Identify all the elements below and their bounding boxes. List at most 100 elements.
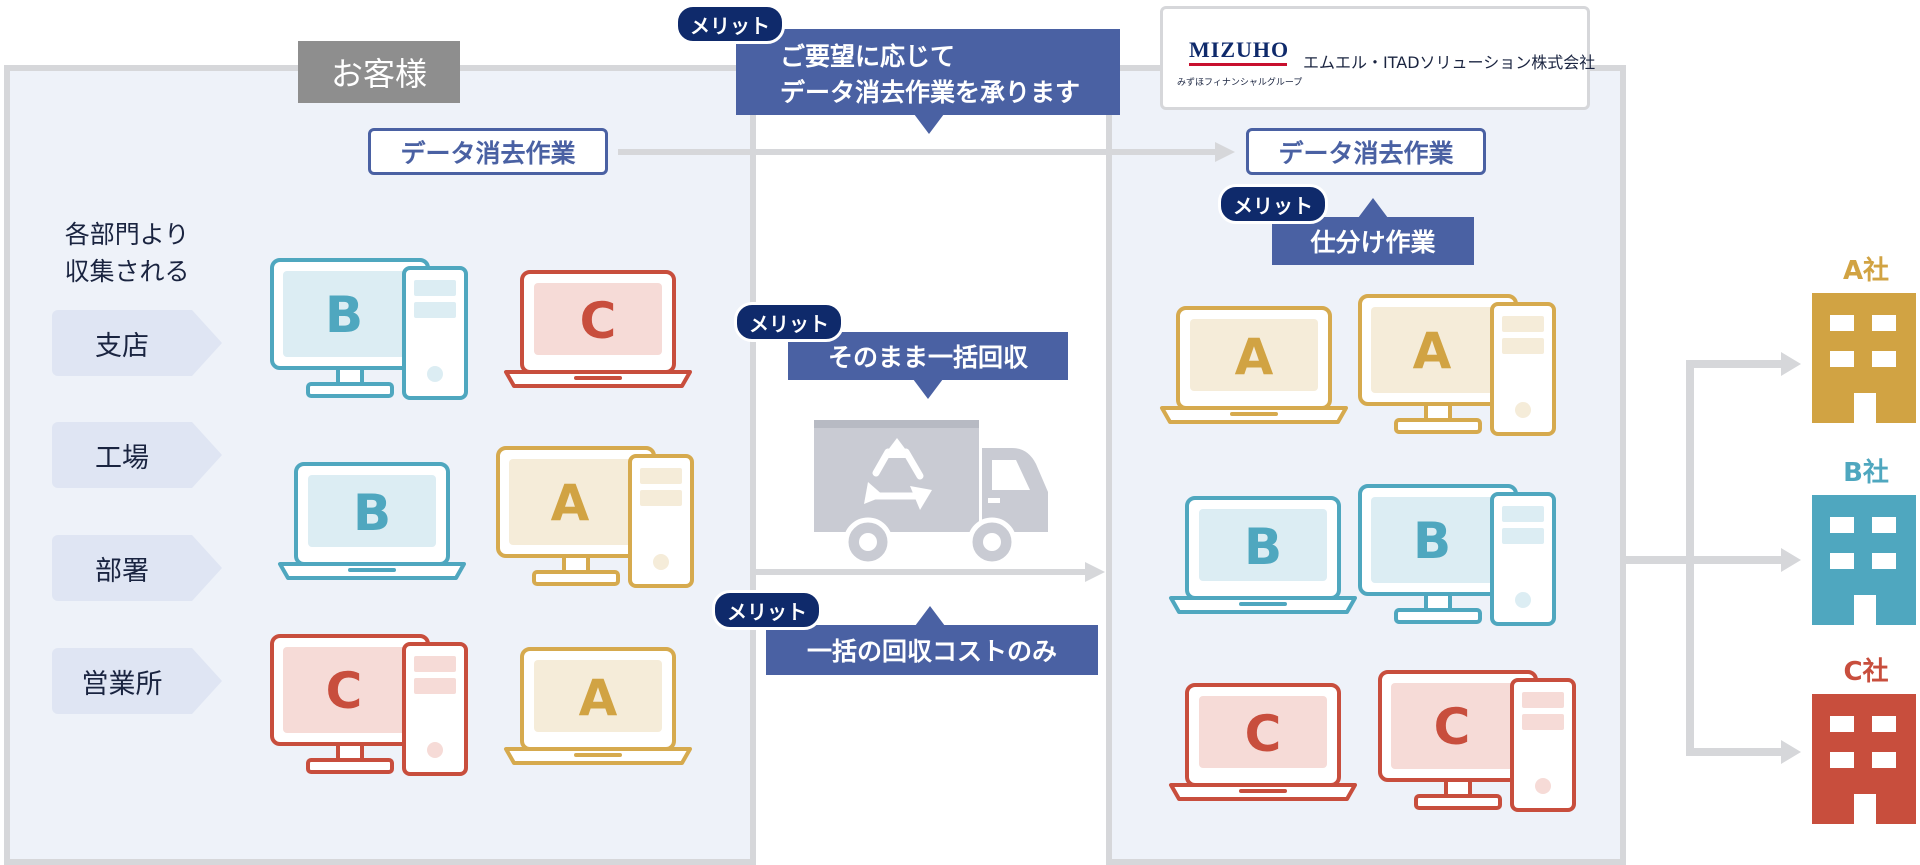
desktop-icon: C bbox=[270, 634, 468, 776]
tower bbox=[1490, 492, 1556, 626]
building-icon bbox=[1810, 293, 1920, 429]
monitor-stand bbox=[532, 570, 620, 586]
vendor-device-1: A bbox=[1158, 304, 1350, 432]
building-window bbox=[1872, 716, 1896, 732]
laptop-icon: A bbox=[1160, 306, 1348, 424]
building-window bbox=[1872, 553, 1896, 569]
bulk-collect-callout: そのまま一括回収 bbox=[788, 332, 1068, 380]
customer-device-4: A bbox=[494, 444, 696, 594]
laptop-display bbox=[534, 660, 662, 732]
collected-note: 各部門より 収集される bbox=[52, 216, 202, 290]
vendor-device-2: A bbox=[1356, 292, 1558, 442]
laptop-trackpad bbox=[1230, 412, 1278, 416]
device-letter: B bbox=[325, 286, 363, 344]
desktop-icon: A bbox=[1358, 294, 1556, 436]
laptop-display bbox=[1199, 696, 1327, 768]
device-letter: C bbox=[580, 292, 617, 350]
device-letter: B bbox=[353, 484, 391, 542]
building-window bbox=[1830, 752, 1854, 768]
laptop-icon: A bbox=[504, 647, 692, 765]
tower-drive bbox=[414, 280, 456, 296]
tower-drive bbox=[1522, 714, 1564, 730]
building-window bbox=[1872, 517, 1896, 533]
vendor-device-4: B bbox=[1356, 482, 1558, 632]
building-window bbox=[1830, 716, 1854, 732]
tower-drive bbox=[414, 302, 456, 318]
top-callout: ご要望に応じて データ消去作業を承ります bbox=[736, 29, 1120, 115]
department-label: 支店 bbox=[52, 310, 192, 376]
company-c: C社 bbox=[1810, 651, 1920, 830]
building-window bbox=[1872, 351, 1896, 367]
building-door bbox=[1854, 595, 1876, 625]
company-name: B社 bbox=[1843, 458, 1889, 488]
laptop-trackpad bbox=[1239, 602, 1287, 606]
department-arrow bbox=[192, 310, 222, 376]
monitor-display bbox=[283, 271, 417, 357]
tower-power bbox=[653, 554, 669, 570]
device-letter: C bbox=[1434, 698, 1471, 756]
device-letter: A bbox=[579, 669, 618, 727]
mizuho-group-name: みずほフィナンシャルグループ bbox=[1177, 78, 1303, 88]
monitor-stand bbox=[1394, 418, 1482, 434]
tower-drive bbox=[1502, 316, 1544, 332]
building-svg bbox=[1812, 694, 1916, 824]
desktop-icon: A bbox=[496, 446, 694, 588]
laptop-trackpad bbox=[348, 568, 396, 572]
tower-drive bbox=[1502, 528, 1544, 544]
tower bbox=[402, 642, 468, 776]
company-a: A社 bbox=[1810, 250, 1920, 429]
top-callout-tail bbox=[914, 114, 944, 134]
tower bbox=[628, 454, 694, 588]
tower bbox=[1490, 302, 1556, 436]
monitor-display bbox=[509, 459, 643, 545]
tower-drive bbox=[640, 490, 682, 506]
recycle-truck-icon bbox=[814, 420, 1048, 567]
customer-label: お客様 bbox=[298, 41, 460, 103]
company-b: B社 bbox=[1810, 452, 1920, 631]
customer-device-2: C bbox=[502, 268, 694, 396]
department-division: 部署 bbox=[52, 535, 232, 601]
collection-flow-arrow bbox=[755, 562, 1105, 582]
desktop-icon: C bbox=[1378, 670, 1576, 812]
laptop-icon: B bbox=[278, 462, 466, 580]
monitor-display bbox=[1391, 683, 1525, 769]
laptop-icon: B bbox=[1169, 496, 1357, 614]
company-name: A社 bbox=[1842, 256, 1890, 286]
device-letter: C bbox=[326, 662, 363, 720]
tower-drive bbox=[1502, 338, 1544, 354]
tower-drive bbox=[414, 656, 456, 672]
building-window bbox=[1830, 315, 1854, 331]
merit-badge: メリット bbox=[734, 302, 844, 342]
laptop-icon: C bbox=[504, 270, 692, 388]
vendor-device-6: C bbox=[1376, 668, 1578, 818]
monitor-stand bbox=[1414, 794, 1502, 810]
laptop-display bbox=[534, 283, 662, 355]
tower-power bbox=[427, 742, 443, 758]
building-window bbox=[1872, 752, 1896, 768]
vendor-company-name: エムエル・ITADソリューション株式会社 bbox=[1303, 53, 1596, 72]
laptop-trackpad bbox=[574, 376, 622, 380]
customer-data-erasure: データ消去作業 bbox=[368, 128, 608, 175]
monitor-stand bbox=[1394, 608, 1482, 624]
merit-badge: メリット bbox=[675, 4, 785, 44]
desktop-icon: B bbox=[1358, 484, 1556, 626]
vendor-data-erasure: データ消去作業 bbox=[1246, 128, 1486, 175]
device-letter: B bbox=[1413, 512, 1451, 570]
sorting-callout: 仕分け作業 bbox=[1272, 217, 1474, 265]
building-window bbox=[1872, 315, 1896, 331]
mizuho-logo: MIZUHO bbox=[1189, 37, 1290, 62]
sorting-tail bbox=[1358, 198, 1388, 218]
vendor-device-5: C bbox=[1167, 681, 1359, 809]
tower-power bbox=[1535, 778, 1551, 794]
cost-only-callout: 一括の回収コストのみ bbox=[766, 625, 1098, 675]
collected-note-line2: 収集される bbox=[64, 257, 190, 286]
customer-device-6: A bbox=[502, 645, 694, 773]
company-name: C社 bbox=[1843, 657, 1889, 687]
building-icon bbox=[1810, 694, 1920, 830]
laptop-trackpad bbox=[574, 753, 622, 757]
monitor-stand bbox=[306, 382, 394, 398]
erasure-flow-arrow bbox=[618, 142, 1235, 162]
building-icon bbox=[1810, 495, 1920, 631]
tower bbox=[402, 266, 468, 400]
monitor-display bbox=[1371, 307, 1505, 393]
